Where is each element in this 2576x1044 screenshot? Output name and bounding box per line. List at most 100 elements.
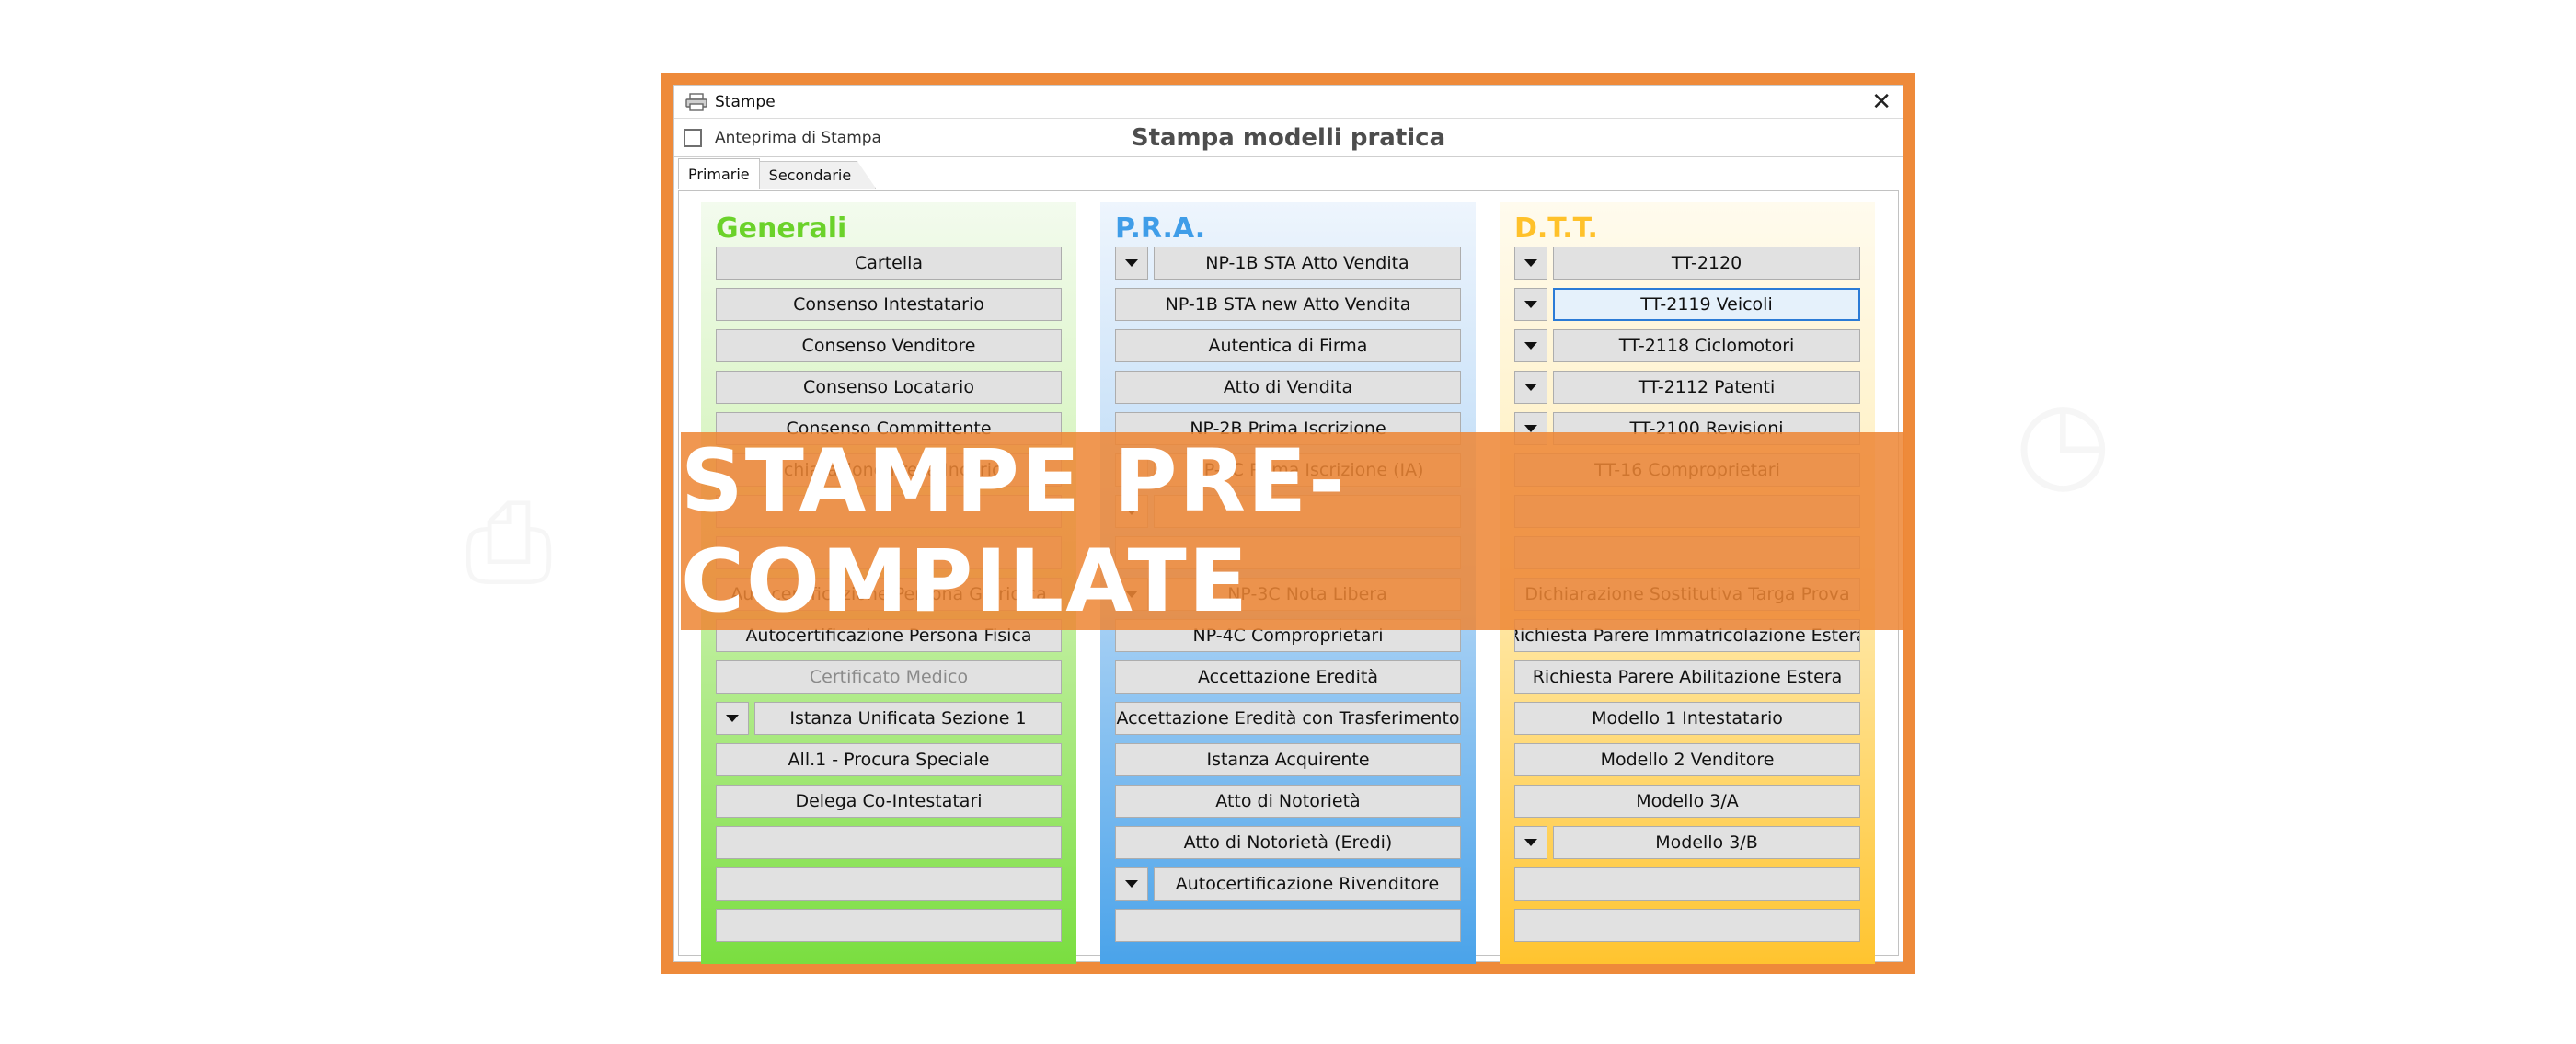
- print-button[interactable]: Atto di Notorietà (Eredi): [1115, 826, 1461, 859]
- column-title-dtt: D.T.T.: [1514, 212, 1598, 245]
- printer-icon: [685, 92, 707, 111]
- print-button[interactable]: Delega Co-Intestatari: [716, 785, 1062, 818]
- print-button[interactable]: Autocertificazione Rivenditore: [1154, 867, 1461, 901]
- print-button[interactable]: Certificato Medico: [716, 660, 1062, 694]
- banner-text: STAMPE PRE-COMPILATE: [681, 430, 1347, 632]
- button-row: Modello 2 Venditore: [1514, 743, 1860, 776]
- page-title: Stampa modelli pratica: [1131, 124, 1446, 152]
- empty-print-button[interactable]: [1115, 909, 1461, 942]
- print-button[interactable]: All.1 - Procura Speciale: [716, 743, 1062, 776]
- chevron-down-icon: [1524, 425, 1537, 432]
- button-row: Consenso Venditore: [716, 329, 1062, 362]
- dropdown-button[interactable]: [1115, 247, 1148, 280]
- title-bar: Stampe ✕: [674, 86, 1903, 119]
- dropdown-button[interactable]: [1514, 288, 1547, 321]
- chevron-down-icon: [726, 715, 739, 722]
- button-row: Consenso Locatario: [716, 371, 1062, 404]
- promo-banner: STAMPE PRE-COMPILATE: [681, 430, 1904, 632]
- background-printer-icon: ⎙: [465, 478, 553, 606]
- print-button[interactable]: Consenso Locatario: [716, 371, 1062, 404]
- button-row: NP-1B STA Atto Vendita: [1115, 247, 1461, 280]
- button-row: TT-2118 Ciclomotori: [1514, 329, 1860, 362]
- chevron-down-icon: [1125, 259, 1138, 267]
- button-row: Accettazione Eredità con Trasferimento: [1115, 702, 1461, 735]
- button-row: Istanza Unificata Sezione 1: [716, 702, 1062, 735]
- button-row: Cartella: [716, 247, 1062, 280]
- button-row: Atto di Notorietà (Eredi): [1115, 826, 1461, 859]
- button-row: [716, 826, 1062, 859]
- print-button[interactable]: Atto di Vendita: [1115, 371, 1461, 404]
- print-button[interactable]: Consenso Venditore: [716, 329, 1062, 362]
- button-row: NP-1B STA new Atto Vendita: [1115, 288, 1461, 321]
- button-row: Modello 3/B: [1514, 826, 1860, 859]
- tab-secondarie[interactable]: Secondarie: [758, 161, 877, 189]
- print-button[interactable]: Consenso Intestatario: [716, 288, 1062, 321]
- button-row: Atto di Vendita: [1115, 371, 1461, 404]
- column-title-generali: Generali: [716, 212, 847, 245]
- dropdown-button[interactable]: [1514, 826, 1547, 859]
- print-button[interactable]: Istanza Unificata Sezione 1: [754, 702, 1062, 735]
- button-row: TT-2112 Patenti: [1514, 371, 1860, 404]
- tab-strip: Primarie Secondarie: [674, 157, 1903, 189]
- print-button[interactable]: Modello 2 Venditore: [1514, 743, 1860, 776]
- button-row: Istanza Acquirente: [1115, 743, 1461, 776]
- dropdown-button[interactable]: [1514, 371, 1547, 404]
- print-button[interactable]: Autentica di Firma: [1115, 329, 1461, 362]
- print-button[interactable]: TT-2112 Patenti: [1553, 371, 1860, 404]
- button-row: Autocertificazione Rivenditore: [1115, 867, 1461, 901]
- chevron-down-icon: [1125, 880, 1138, 888]
- print-button[interactable]: Istanza Acquirente: [1115, 743, 1461, 776]
- empty-print-button[interactable]: [716, 909, 1062, 942]
- button-row: [1115, 909, 1461, 942]
- button-row: Autentica di Firma: [1115, 329, 1461, 362]
- print-button[interactable]: Modello 1 Intestatario: [1514, 702, 1860, 735]
- options-bar: Anteprima di Stampa Stampa modelli prati…: [674, 119, 1903, 157]
- button-row: All.1 - Procura Speciale: [716, 743, 1062, 776]
- dropdown-button[interactable]: [1115, 867, 1148, 901]
- print-button[interactable]: TT-2120: [1553, 247, 1860, 280]
- window-title: Stampe: [715, 92, 776, 111]
- close-icon[interactable]: ✕: [1871, 87, 1892, 116]
- button-row: Delega Co-Intestatari: [716, 785, 1062, 818]
- chevron-down-icon: [1524, 259, 1537, 267]
- chevron-down-icon: [1524, 342, 1537, 350]
- button-row: [716, 867, 1062, 901]
- background-clock-icon: ◷: [2015, 377, 2111, 505]
- empty-print-button[interactable]: [716, 826, 1062, 859]
- dropdown-button[interactable]: [1514, 329, 1547, 362]
- button-row: TT-2120: [1514, 247, 1860, 280]
- print-button[interactable]: Cartella: [716, 247, 1062, 280]
- print-button[interactable]: Modello 3/B: [1553, 826, 1860, 859]
- button-row: [716, 909, 1062, 942]
- print-button[interactable]: NP-1B STA new Atto Vendita: [1115, 288, 1461, 321]
- button-row: Modello 3/A: [1514, 785, 1860, 818]
- print-button[interactable]: Modello 3/A: [1514, 785, 1860, 818]
- button-row: TT-2119 Veicoli: [1514, 288, 1860, 321]
- chevron-down-icon: [1524, 384, 1537, 391]
- print-button[interactable]: Accettazione Eredità con Trasferimento: [1115, 702, 1461, 735]
- preview-checkbox[interactable]: [684, 128, 702, 147]
- empty-print-button[interactable]: [1514, 867, 1860, 901]
- button-row: Modello 1 Intestatario: [1514, 702, 1860, 735]
- button-row: Consenso Intestatario: [716, 288, 1062, 321]
- chevron-down-icon: [1524, 839, 1537, 846]
- print-button[interactable]: Atto di Notorietà: [1115, 785, 1461, 818]
- print-button[interactable]: NP-1B STA Atto Vendita: [1154, 247, 1461, 280]
- dropdown-button[interactable]: [716, 702, 749, 735]
- column-title-pra: P.R.A.: [1115, 212, 1206, 245]
- button-row: Certificato Medico: [716, 660, 1062, 694]
- tab-primarie[interactable]: Primarie: [678, 158, 760, 189]
- empty-print-button[interactable]: [716, 867, 1062, 901]
- print-button[interactable]: Accettazione Eredità: [1115, 660, 1461, 694]
- button-row: [1514, 867, 1860, 901]
- empty-print-button[interactable]: [1514, 909, 1860, 942]
- preview-checkbox-label[interactable]: Anteprima di Stampa: [715, 128, 881, 147]
- chevron-down-icon: [1524, 301, 1537, 308]
- dropdown-button[interactable]: [1514, 247, 1547, 280]
- print-button[interactable]: TT-2118 Ciclomotori: [1553, 329, 1860, 362]
- button-row: [1514, 909, 1860, 942]
- print-button[interactable]: TT-2119 Veicoli: [1553, 288, 1860, 321]
- button-row: Accettazione Eredità: [1115, 660, 1461, 694]
- print-button[interactable]: Richiesta Parere Abilitazione Estera: [1514, 660, 1860, 694]
